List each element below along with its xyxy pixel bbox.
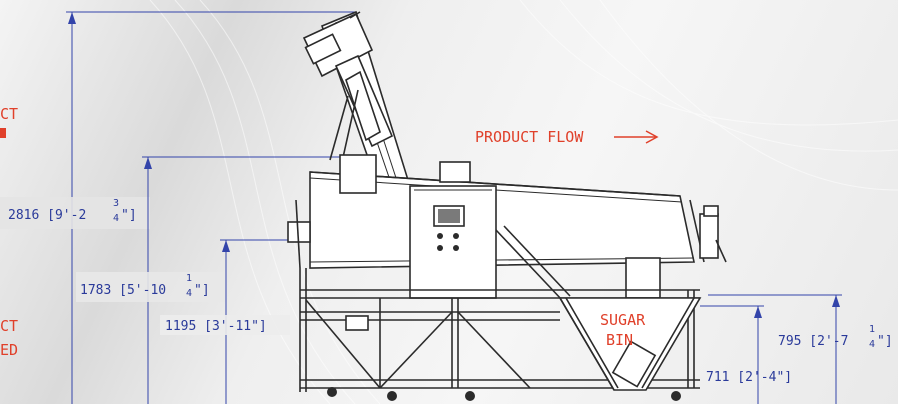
conveyor-height-main: 1783 [5'-10 [80,283,166,298]
control-panel [409,185,497,299]
incline-conveyor [302,10,409,194]
dimension-overall-height: 2816 [9'-2 3 4 "] [0,11,355,404]
sugar-bin-label-1: SUGAR [600,311,646,329]
left-edge-annotations: CT CT ED [0,105,18,359]
left-bottom-fragment-1: CT [0,317,18,335]
left-bottom-fragment-2: ED [0,341,18,359]
product-flow-label: PRODUCT FLOW [475,128,584,146]
background-pattern [149,0,898,404]
discharge-height-tail: "] [877,334,893,349]
overall-height-main: 2816 [9'-2 [8,208,86,223]
overall-height-num: 3 [113,198,119,209]
sugar-bin-label-2: BIN [606,331,633,349]
overall-height-den: 4 [113,213,119,224]
discharge-height-num: 1 [869,324,875,335]
overall-height-tail: "] [121,208,137,223]
conveyor-height-den: 4 [186,288,192,299]
dimension-bin-height: 711 [2'-4"] [700,305,792,404]
frame-height-text: 1195 [3'-11"] [165,319,267,334]
discharge-height-main: 795 [2'-7 [778,334,848,349]
sugar-bin: SUGAR BIN [558,297,702,391]
bin-height-text: 711 [2'-4"] [706,370,792,385]
left-top-fragment: CT [0,105,18,123]
product-flow-annotation: PRODUCT FLOW [475,128,659,146]
conveyor-height-num: 1 [186,273,192,284]
main-drum [287,154,727,299]
dimension-discharge-height: 795 [2'-7 1 4 "] [708,294,893,404]
dimension-frame-height: 1195 [3'-11"] [160,239,300,404]
dimension-conveyor-height: 1783 [5'-10 1 4 "] [76,156,345,404]
discharge-height-den: 4 [869,339,875,350]
conveyor-height-tail: "] [194,283,210,298]
